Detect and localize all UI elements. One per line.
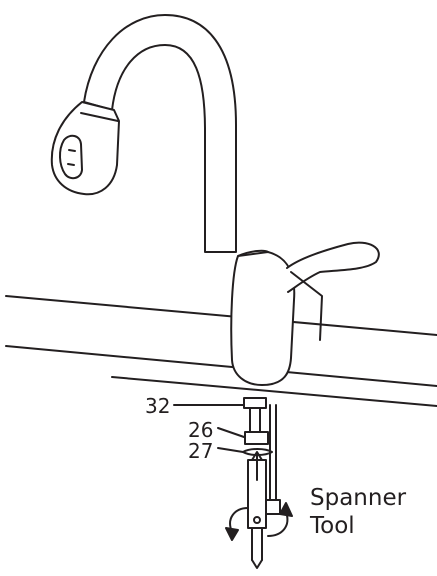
countertop-top-edge: [5, 295, 437, 336]
shank-tube: [249, 407, 261, 433]
callout-32: 32: [145, 394, 171, 418]
spray-head-button-detail: [67, 149, 76, 166]
tighten-direction-arrow: [251, 451, 263, 481]
spanner-tool-label-line1: Spanner: [310, 485, 407, 511]
mounting-nut: [244, 431, 269, 445]
hose-coupler: [265, 499, 281, 515]
spray-head-collar: [80, 112, 119, 122]
spanner-tool-hole: [253, 516, 261, 524]
countertop-bottom-edge: [111, 376, 437, 407]
shank-collar: [243, 397, 267, 409]
faucet-handle-base: [290, 271, 323, 341]
spanner-tool-sleeve: [247, 459, 267, 529]
leader-line-27: [217, 447, 244, 453]
spanner-tool-shaft: [251, 527, 263, 561]
faucet-body: [230, 251, 296, 386]
faucet-body-collar: [237, 249, 269, 257]
mounting-washer: [242, 448, 273, 456]
callout-27: 27: [188, 439, 214, 463]
spanner-tool-label-line2: Tool: [310, 513, 355, 539]
spanner-tool-tip: [251, 559, 263, 569]
leader-line-26: [217, 427, 245, 438]
countertop-front-edge: [5, 345, 437, 387]
callout-26: 26: [188, 418, 214, 442]
rotation-arrow-right-head: [279, 502, 293, 517]
spray-head-button: [59, 134, 83, 180]
supply-hose: [269, 404, 277, 501]
rotation-arrow-left-head: [225, 527, 239, 541]
faucet-handle-lever: [286, 241, 380, 293]
